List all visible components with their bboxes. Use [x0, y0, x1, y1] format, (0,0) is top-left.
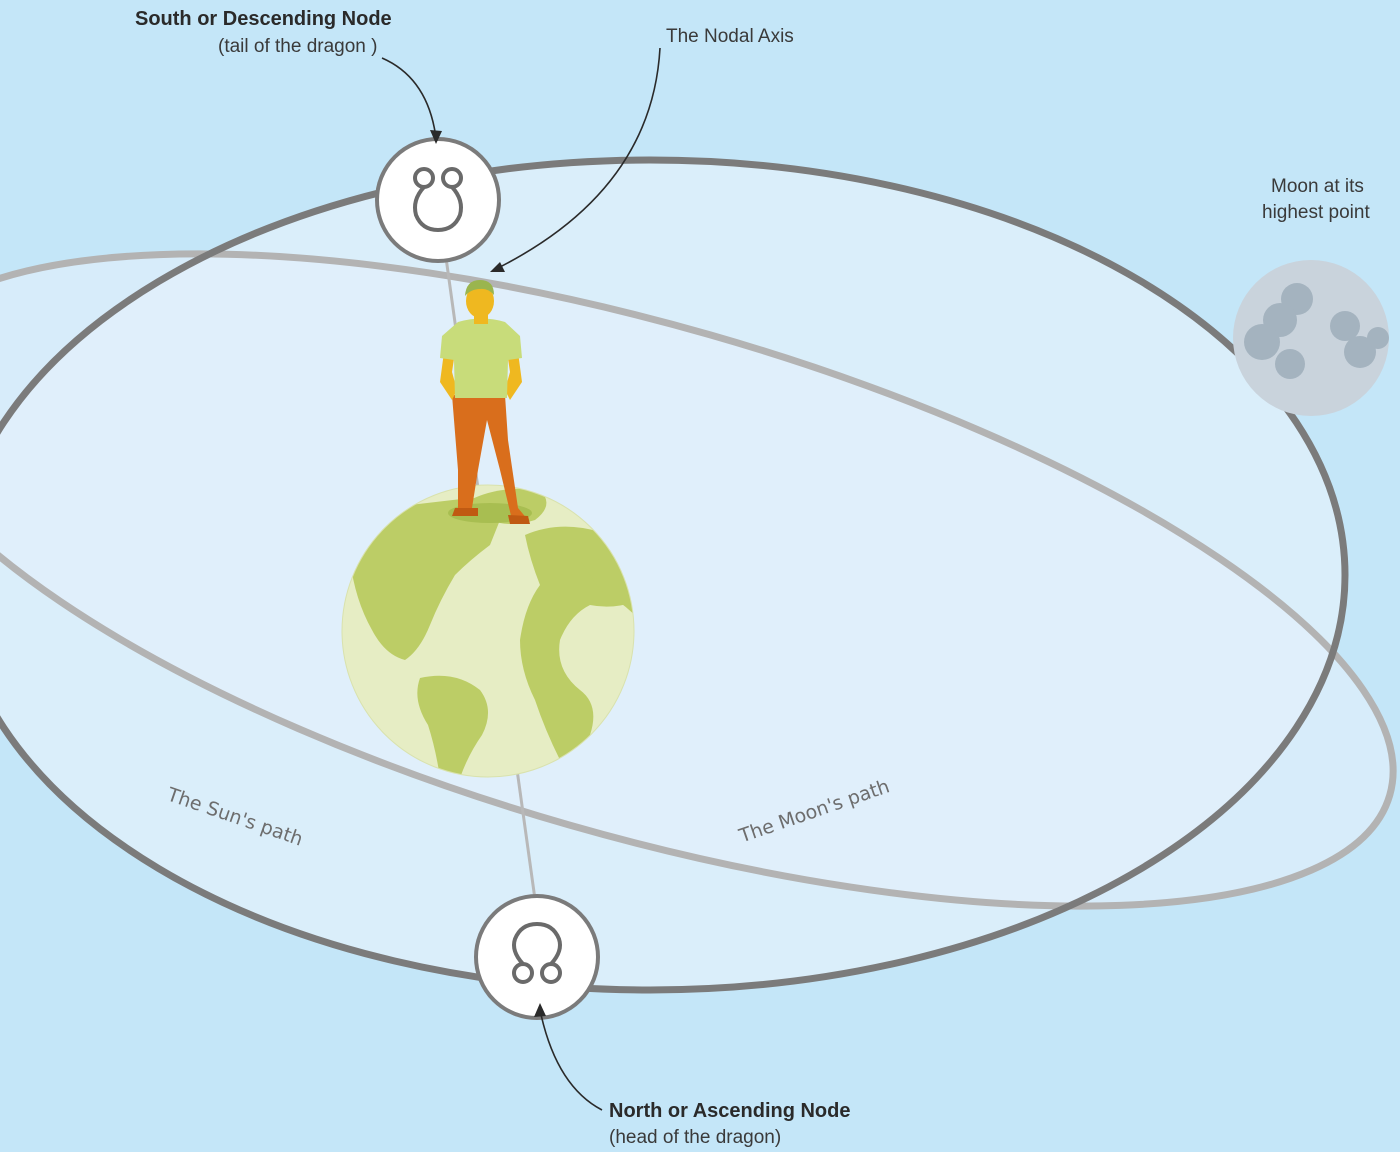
north-node-marker[interactable] — [474, 894, 600, 1020]
south-node-title: South or Descending Node — [135, 8, 392, 30]
south-node-symbol-icon — [413, 167, 463, 233]
moon-at-highest-point — [1233, 260, 1389, 416]
south-node-marker[interactable] — [375, 137, 501, 263]
arrowheads — [430, 130, 546, 1017]
pointer-arrows — [381, 47, 661, 1111]
person-figure — [440, 280, 530, 524]
north-node-symbol-icon — [512, 921, 562, 984]
orbit-fills — [0, 160, 1394, 990]
sun-path-orbit — [0, 250, 1397, 910]
moon-path-orbit — [0, 156, 1349, 994]
south-node-pointer — [381, 57, 437, 139]
north-node-pointer — [539, 1009, 603, 1111]
south-node-subtitle: (tail of the dragon ) — [218, 36, 378, 57]
north-node-subtitle: (head of the dragon) — [609, 1127, 782, 1148]
nodal-axis-pointer — [497, 47, 661, 269]
moon-highest-label-line1: Moon at its — [1271, 176, 1364, 197]
north-node-title: North or Ascending Node — [609, 1100, 851, 1122]
moon-highest-label-line2: highest point — [1262, 202, 1370, 223]
nodal-axis-label: The Nodal Axis — [666, 26, 794, 47]
